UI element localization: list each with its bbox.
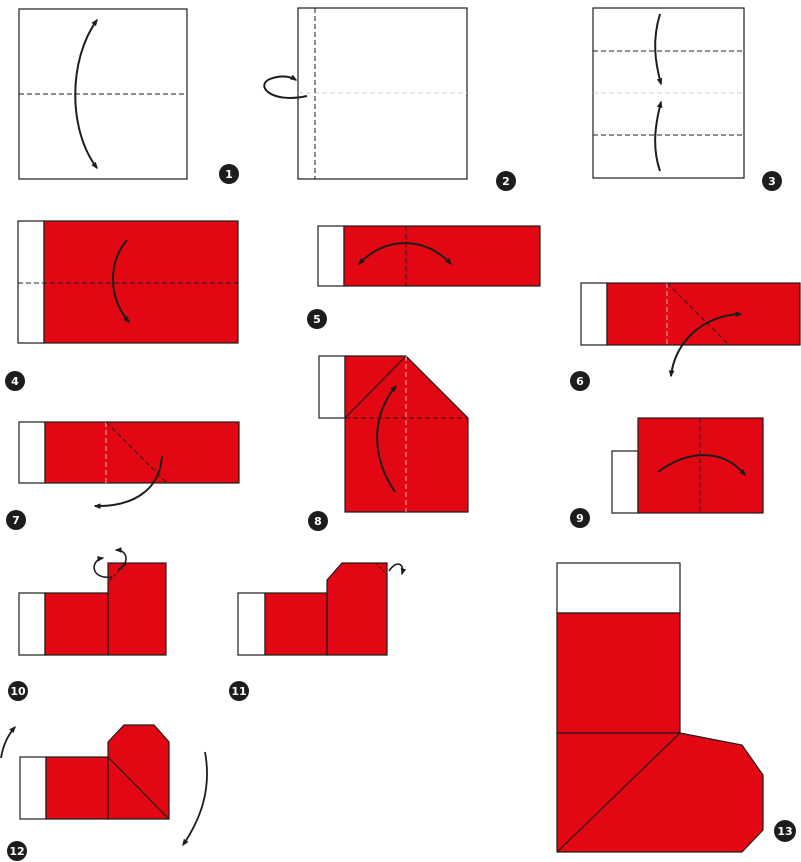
step-badge-9: 9 (570, 508, 590, 528)
red-heel (108, 725, 169, 819)
step-number: 3 (768, 175, 776, 188)
stocking-cuff (557, 563, 680, 613)
step-7: 7 (6, 422, 239, 530)
step-2: 2 (264, 8, 516, 191)
red-heel (327, 563, 387, 655)
step-1: 1 (19, 9, 239, 184)
step-number: 13 (777, 825, 792, 838)
step-badge-5: 5 (307, 309, 327, 329)
step-number: 9 (576, 512, 584, 525)
step-4: 4 (5, 221, 238, 391)
step-number: 12 (9, 845, 24, 858)
stocking-leg (557, 613, 680, 733)
step-number: 1 (225, 168, 233, 181)
red-body (44, 221, 238, 343)
red-toe (265, 593, 327, 655)
step-badge-13: 13 (774, 820, 796, 842)
step-badge-3: 3 (762, 171, 782, 191)
red-toe (45, 593, 108, 655)
step-badge-11: 11 (229, 681, 249, 701)
step-number: 4 (11, 375, 19, 388)
white-edge (581, 283, 607, 345)
step-badge-7: 7 (6, 510, 26, 530)
step-number: 6 (576, 375, 584, 388)
step-badge-10: 10 (8, 681, 28, 701)
step-10: 10 (8, 550, 166, 701)
step-9: 9 (570, 418, 763, 528)
step-8: 8 (308, 356, 468, 531)
red-body (607, 283, 800, 345)
white-edge (19, 593, 45, 655)
white-edge (318, 226, 344, 286)
step-6: 6 (570, 283, 800, 391)
red-body (45, 422, 239, 483)
step-badge-2: 2 (496, 171, 516, 191)
white-edge (238, 593, 265, 655)
step-5: 5 (307, 226, 540, 329)
step-12: 12 (1, 725, 207, 861)
red-heel (108, 563, 166, 655)
step-number: 2 (502, 175, 510, 188)
step-badge-1: 1 (219, 164, 239, 184)
step-badge-6: 6 (570, 371, 590, 391)
fold-arrow (389, 564, 403, 574)
white-edge (319, 356, 345, 418)
step-number: 11 (231, 685, 246, 698)
step-13: 13 (557, 563, 796, 852)
white-edge (18, 221, 44, 343)
red-toe (46, 757, 108, 819)
step-number: 7 (12, 514, 20, 527)
step-number: 5 (313, 313, 321, 326)
turn-arrow-left (1, 727, 15, 758)
turn-arrow-right (183, 752, 207, 845)
stocking-foot (557, 733, 763, 852)
step-badge-12: 12 (7, 841, 27, 861)
step-11: 11 (229, 563, 403, 701)
step-3: 3 (593, 8, 782, 191)
step-number: 10 (10, 685, 26, 698)
white-edge (19, 422, 45, 483)
white-edge (20, 757, 46, 819)
step-number: 8 (314, 515, 322, 528)
step-badge-4: 4 (5, 371, 25, 391)
white-edge (612, 451, 638, 513)
step-badge-8: 8 (308, 511, 328, 531)
